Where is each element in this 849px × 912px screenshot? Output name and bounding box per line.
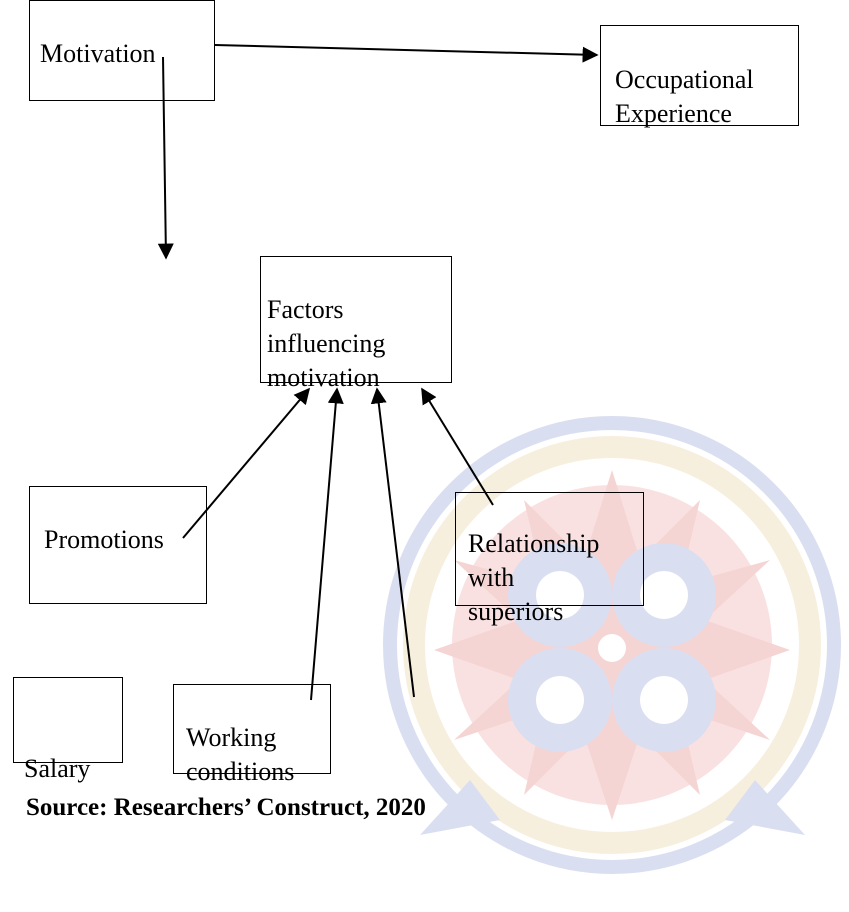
promotions-node: Promotions bbox=[29, 486, 207, 604]
working-conditions-node: Working conditions bbox=[173, 684, 331, 786]
working-conditions-label: Working conditions bbox=[186, 723, 295, 786]
occupational-experience-label: Occupational Experience bbox=[615, 65, 754, 128]
relationship-with-superiors-node: Relationship with superiors bbox=[455, 492, 644, 626]
salary-label: Salary bbox=[24, 754, 91, 783]
salary-node: Salary bbox=[13, 677, 123, 783]
source-caption: Source: Researchers’ Construct, 2020 bbox=[26, 794, 426, 821]
motivation-node: Motivation bbox=[29, 0, 215, 101]
occupational-experience-node: Occupational Experience bbox=[600, 25, 799, 128]
factors-influencing-motivation-label: Factors influencing motivation bbox=[267, 295, 386, 392]
factors-influencing-motivation-node: Factors influencing motivation bbox=[260, 256, 452, 392]
relationship-with-superiors-label: Relationship with superiors bbox=[468, 529, 600, 626]
promotions-label: Promotions bbox=[44, 525, 164, 554]
motivation-label: Motivation bbox=[40, 39, 156, 68]
